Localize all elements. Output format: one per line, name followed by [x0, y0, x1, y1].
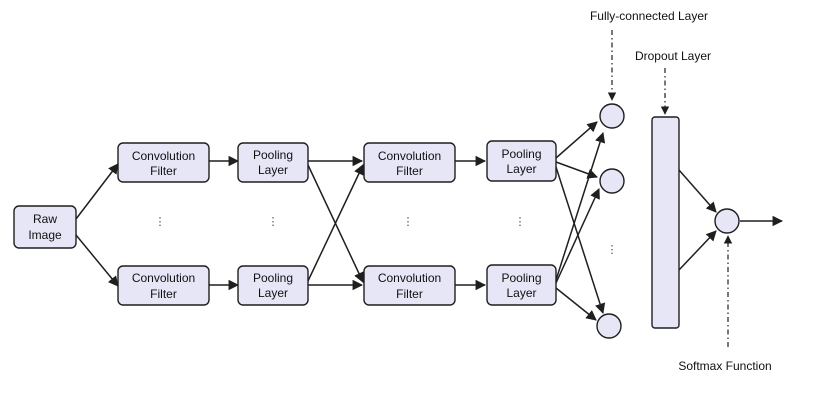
pooling-layer-bottom-2: Pooling Layer [486, 264, 557, 306]
edge-pool-top-2-to-fc-bottom [555, 166, 606, 314]
fully-connected-layer-label: Fully-connected Layer [590, 9, 708, 23]
conv-filter-bottom-2: Convolution Filter [363, 265, 456, 306]
conv-filter-box [363, 142, 456, 183]
pooling-layer-label-line2: Layer [258, 163, 288, 177]
raw-image-node: Raw Image [13, 205, 77, 249]
pooling-layer-label-line2: Layer [258, 286, 288, 300]
conv-filter-label-line1: Convolution [378, 271, 441, 285]
conv-filter-box [117, 142, 210, 183]
pooling-layer-label-line1: Pooling [253, 148, 293, 162]
ellipsis-pool-2: ⋮ [515, 215, 526, 228]
fc-neuron-middle [599, 168, 625, 194]
pooling-layer-label-line1: Pooling [501, 147, 541, 161]
pooling-layer-box [237, 142, 309, 183]
raw-image-label-line1: Raw [33, 212, 57, 226]
raw-image-box [13, 205, 77, 249]
ellipsis-pool-1: ⋮ [268, 215, 279, 228]
fc-neuron-bottom [596, 313, 622, 339]
edge-raw-to-conv-bottom-1 [75, 234, 119, 287]
softmax-function-label: Softmax Function [678, 359, 771, 373]
edge-pool-bottom-1-to-conv-top-2 [307, 164, 364, 282]
dropout-layer-bar [651, 116, 680, 329]
conv-filter-box [363, 265, 456, 306]
pooling-layer-box [486, 140, 557, 182]
pooling-layer-top-2: Pooling Layer [486, 140, 557, 182]
conv-filter-top-2: Convolution Filter [363, 142, 456, 183]
conv-filter-bottom-1: Convolution Filter [117, 265, 210, 306]
pooling-layer-box [237, 265, 309, 306]
pooling-layer-label-line2: Layer [506, 162, 536, 176]
pooling-layer-box [486, 264, 557, 306]
dropout-layer-label: Dropout Layer [635, 49, 711, 63]
edge-raw-to-conv-top-1 [75, 163, 119, 220]
edge-pool-bottom-2-to-fc-top [555, 131, 606, 281]
edge-pool-bottom-2-to-fc-bottom [555, 287, 597, 321]
ellipsis-conv-2: ⋮ [403, 215, 414, 228]
raw-image-label-line2: Image [28, 228, 62, 242]
fully-connected-neurons [596, 103, 625, 339]
fc-neuron-top [599, 103, 625, 129]
conv-filter-label-line2: Filter [150, 164, 177, 178]
conv-filter-label-line2: Filter [396, 287, 423, 301]
ellipsis-fc: ⋮ [607, 243, 618, 256]
conv-filter-box [117, 265, 210, 306]
pooling-layer-label-line2: Layer [506, 286, 536, 300]
pooling-layer-top-1: Pooling Layer [237, 142, 309, 183]
conv-filter-label-line1: Convolution [378, 149, 441, 163]
edge-pool-top-2-to-fc-top [555, 121, 598, 159]
conv-filter-label-line1: Convolution [132, 149, 195, 163]
conv-filter-top-1: Convolution Filter [117, 142, 210, 183]
edge-pool-bottom-2-to-fc-mid [555, 188, 600, 284]
conv-filter-label-line2: Filter [150, 287, 177, 301]
conv-filter-label-line2: Filter [396, 164, 423, 178]
edge-dropout-to-softmax-top [678, 169, 717, 213]
conv-filter-label-line1: Convolution [132, 271, 195, 285]
pooling-layer-label-line1: Pooling [253, 271, 293, 285]
ellipsis-conv-1: ⋮ [155, 215, 166, 228]
edges [75, 30, 784, 347]
softmax-neuron [714, 208, 740, 234]
pooling-layer-bottom-1: Pooling Layer [237, 265, 309, 306]
edge-dropout-to-softmax-bottom [678, 230, 717, 271]
pooling-layer-label-line1: Pooling [501, 271, 541, 285]
